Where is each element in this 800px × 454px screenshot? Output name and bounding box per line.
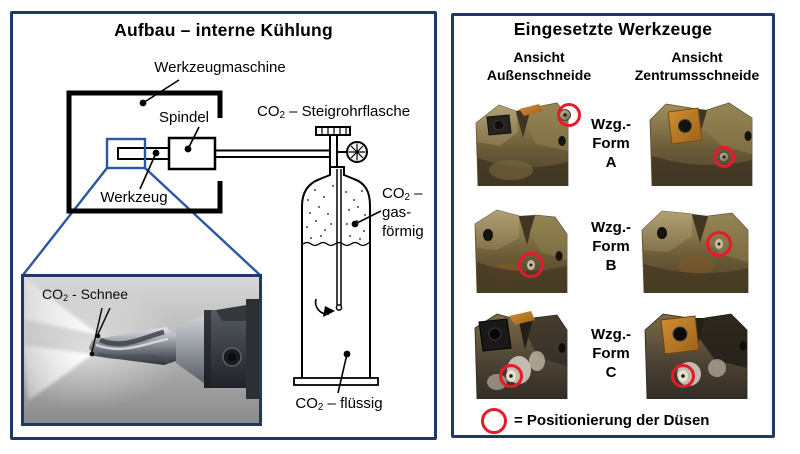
pointer-dots xyxy=(139,99,359,358)
cooling-setup-diagram xyxy=(22,79,382,394)
left-panel: Aufbau – interne Kühlung xyxy=(10,11,437,440)
nozzle-circle-c-aussen xyxy=(499,364,523,388)
flow-arrow xyxy=(314,298,335,317)
tool-a-aussenschneide-photo xyxy=(475,102,571,186)
magnifier-rect xyxy=(105,137,147,170)
left-panel-title: Aufbau – interne Kühlung xyxy=(114,20,333,40)
co2-bottle xyxy=(301,166,371,378)
liquid-level-line xyxy=(302,241,371,247)
tool-b-aussenschneide-photo xyxy=(474,209,568,293)
tool-label: Werkzeug xyxy=(100,189,168,206)
nozzle-circle-c-zentrum xyxy=(671,364,695,388)
nozzle-circle-a-zentrum xyxy=(713,146,735,168)
tool-c-aussenschneide-photo xyxy=(474,311,568,399)
liquid-label: CO2 – flüssig xyxy=(295,395,383,414)
tool-c-zentrumsschneide-photo xyxy=(644,313,748,399)
snow-label: CO2 - Schnee xyxy=(42,286,129,304)
column-header-aussenschneide: Ansicht Außenschneide xyxy=(486,49,592,83)
co2-snow-photo: CO2 - Schnee xyxy=(21,274,262,426)
right-panel: Eingesetzte Werkzeuge Ansicht Außenschne… xyxy=(451,13,775,438)
bottle-valve xyxy=(315,126,351,168)
legend-text: = Positionierung der Düsen xyxy=(514,412,710,429)
snow-jet-lower xyxy=(24,345,93,401)
gas-dots xyxy=(306,185,366,240)
drill-bit xyxy=(89,299,259,399)
spindle-label: Spindel xyxy=(158,109,210,126)
machine-box xyxy=(66,90,223,214)
tool-b-zentrumsschneide-photo xyxy=(641,210,749,293)
magnifier-lines xyxy=(22,167,261,276)
nozzle-circle-a-aussen xyxy=(557,103,581,127)
spindle-shape xyxy=(167,136,217,171)
pressure-gauge xyxy=(346,141,368,163)
gas-label: CO2 – gas- förmig xyxy=(382,185,424,240)
bottle-label: CO2 – Steigrohrflasche xyxy=(257,103,411,122)
drill-photo-art xyxy=(24,277,259,423)
drill-taper xyxy=(176,315,204,383)
pointer-lines xyxy=(139,79,382,394)
tool-a-zentrumsschneide-photo xyxy=(649,102,753,186)
nozzle-circle-b-zentrum xyxy=(706,231,732,257)
snow-pointer-lines xyxy=(91,307,111,353)
legend-circle-icon xyxy=(481,408,507,434)
column-header-zentrumsschneide: Ansicht Zentrumsschneide xyxy=(634,49,760,83)
right-panel-title: Eingesetzte Werkzeuge xyxy=(513,19,713,39)
snow-jet-upper xyxy=(24,279,99,335)
riser-tube xyxy=(335,169,343,311)
bottle-foot xyxy=(293,377,379,386)
co2-pipe xyxy=(215,149,331,158)
nozzle-circle-b-aussen xyxy=(518,252,544,278)
machine-label: Werkzeugmaschine xyxy=(154,59,286,76)
